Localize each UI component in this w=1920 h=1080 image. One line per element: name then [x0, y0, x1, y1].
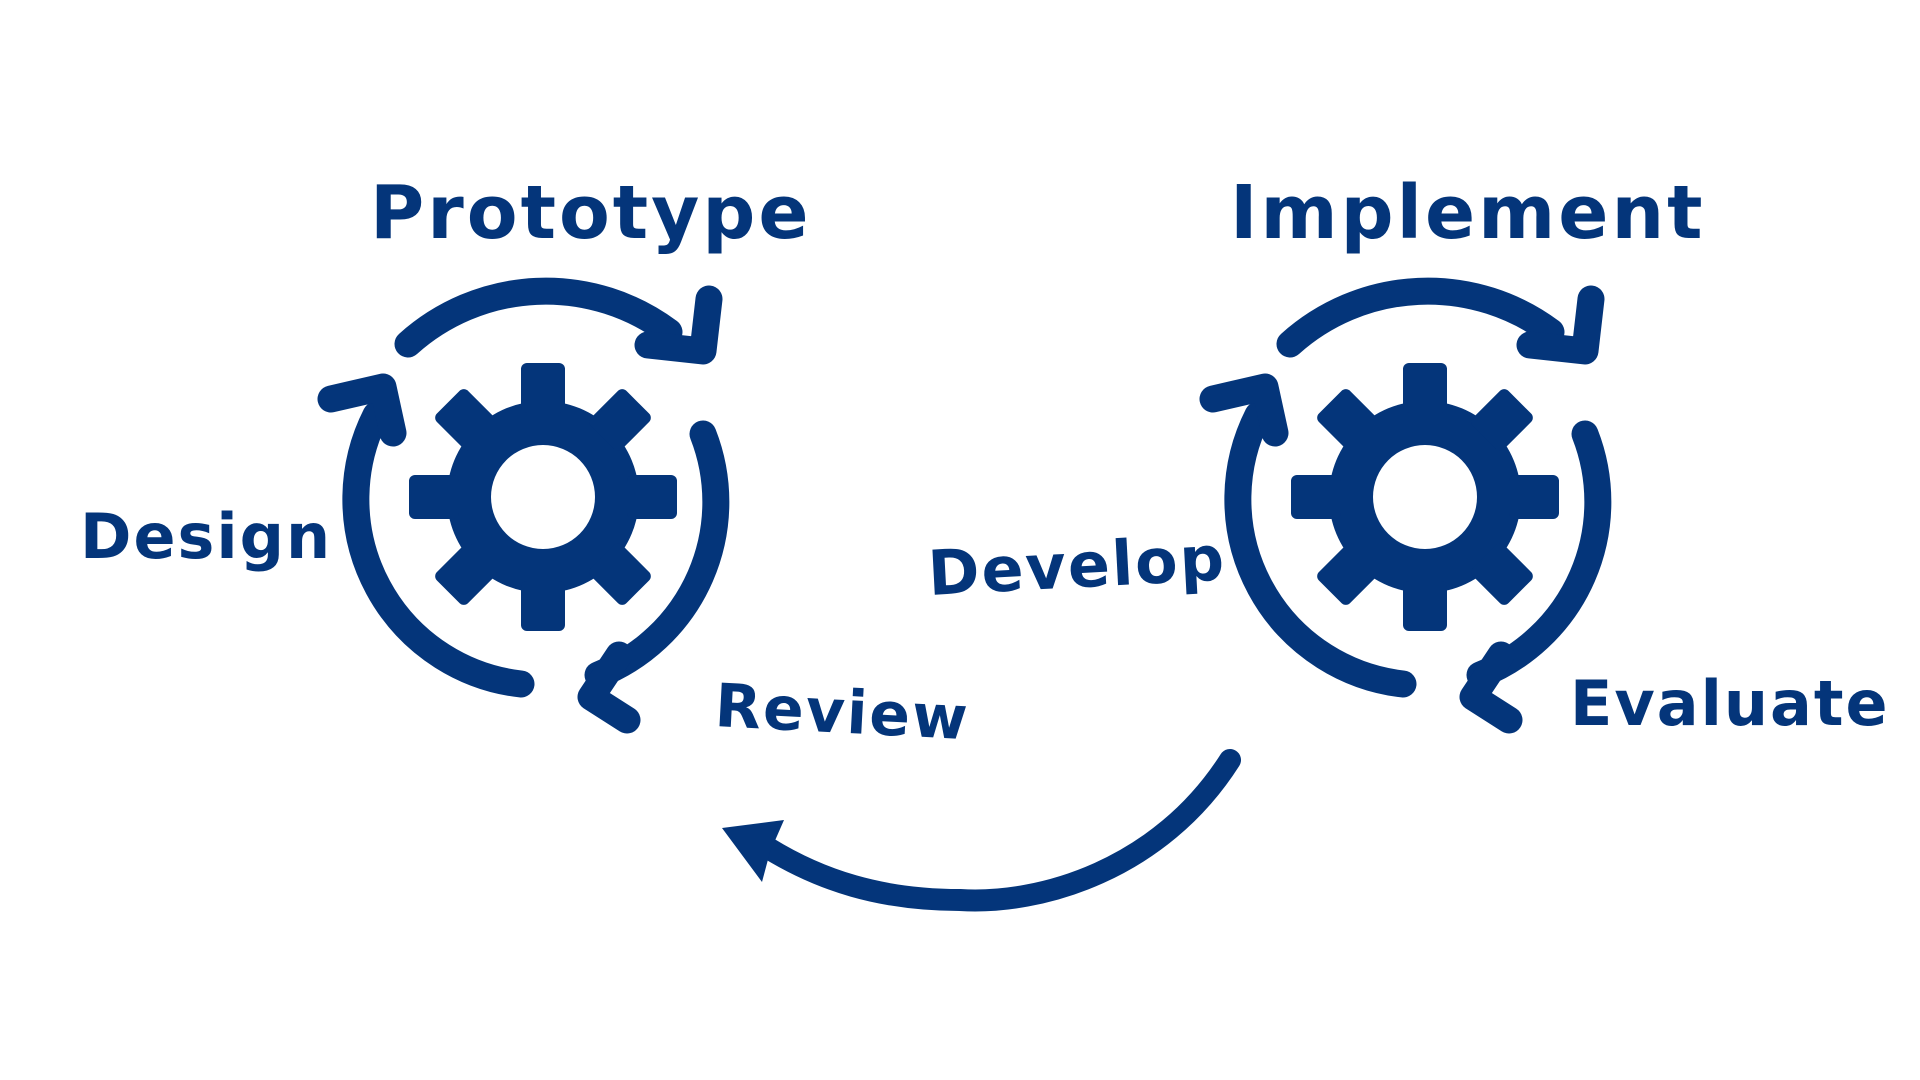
connector-arrow-icon: [722, 749, 1241, 912]
label-review: Review: [713, 671, 972, 755]
label-evaluate: Evaluate: [1570, 667, 1890, 740]
left-gear-cycle: [331, 291, 716, 720]
label-implement: Implement: [1230, 170, 1706, 256]
right-gear-cycle: [1213, 291, 1598, 720]
label-develop: Develop: [926, 521, 1228, 610]
label-design: Design: [80, 500, 333, 573]
label-prototype: Prototype: [370, 170, 812, 256]
